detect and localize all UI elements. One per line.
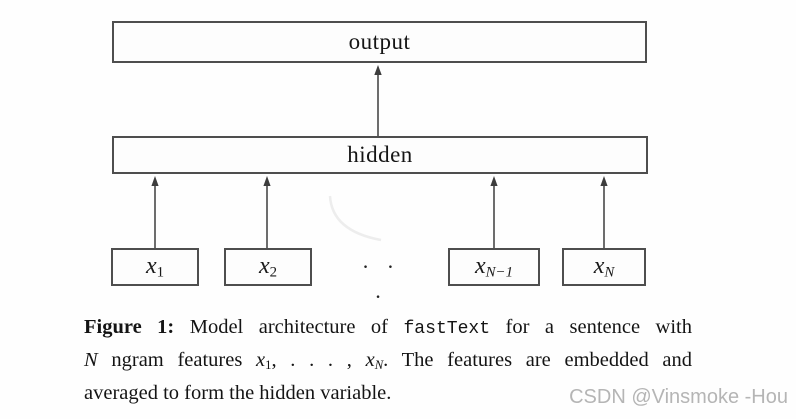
output-node: output xyxy=(112,21,647,63)
arrow-hidden-to-output xyxy=(374,65,382,136)
input-node-x1: x1 xyxy=(111,248,199,286)
arrow-xn1-to-hidden xyxy=(490,176,498,248)
hidden-node: hidden xyxy=(112,136,648,174)
ellipsis-dots: · · · xyxy=(361,254,401,309)
hidden-label: hidden xyxy=(347,142,413,167)
arrow-x2-to-hidden xyxy=(263,176,271,248)
output-label: output xyxy=(348,29,411,54)
input-label-x1: x1 xyxy=(145,252,165,281)
input-label-xn: xN xyxy=(593,252,615,281)
csdn-watermark: CSDN @Vinsmoke -Hou xyxy=(569,386,788,408)
arrow-x1-to-hidden xyxy=(151,176,159,248)
figure-caption: Figure 1: Model architecture of fastText… xyxy=(84,311,692,410)
input-node-x2: x2 xyxy=(224,248,312,286)
caption-line-1: Figure 1: Model architecture of fastText… xyxy=(84,316,692,339)
caption-line-3: averaged to form the hidden variable. xyxy=(84,382,392,404)
arrow-xn-to-hidden xyxy=(600,176,608,248)
faint-watermark-arc xyxy=(328,195,382,242)
input-label-x2: x2 xyxy=(258,252,278,281)
input-node-xn-minus-1: xN−1 xyxy=(448,248,540,286)
input-label-xn-minus-1: xN−1 xyxy=(474,252,514,281)
caption-line-2: N ngram features x1, . . . , xN. The fea… xyxy=(84,349,692,373)
input-node-xn: xN xyxy=(562,248,646,286)
